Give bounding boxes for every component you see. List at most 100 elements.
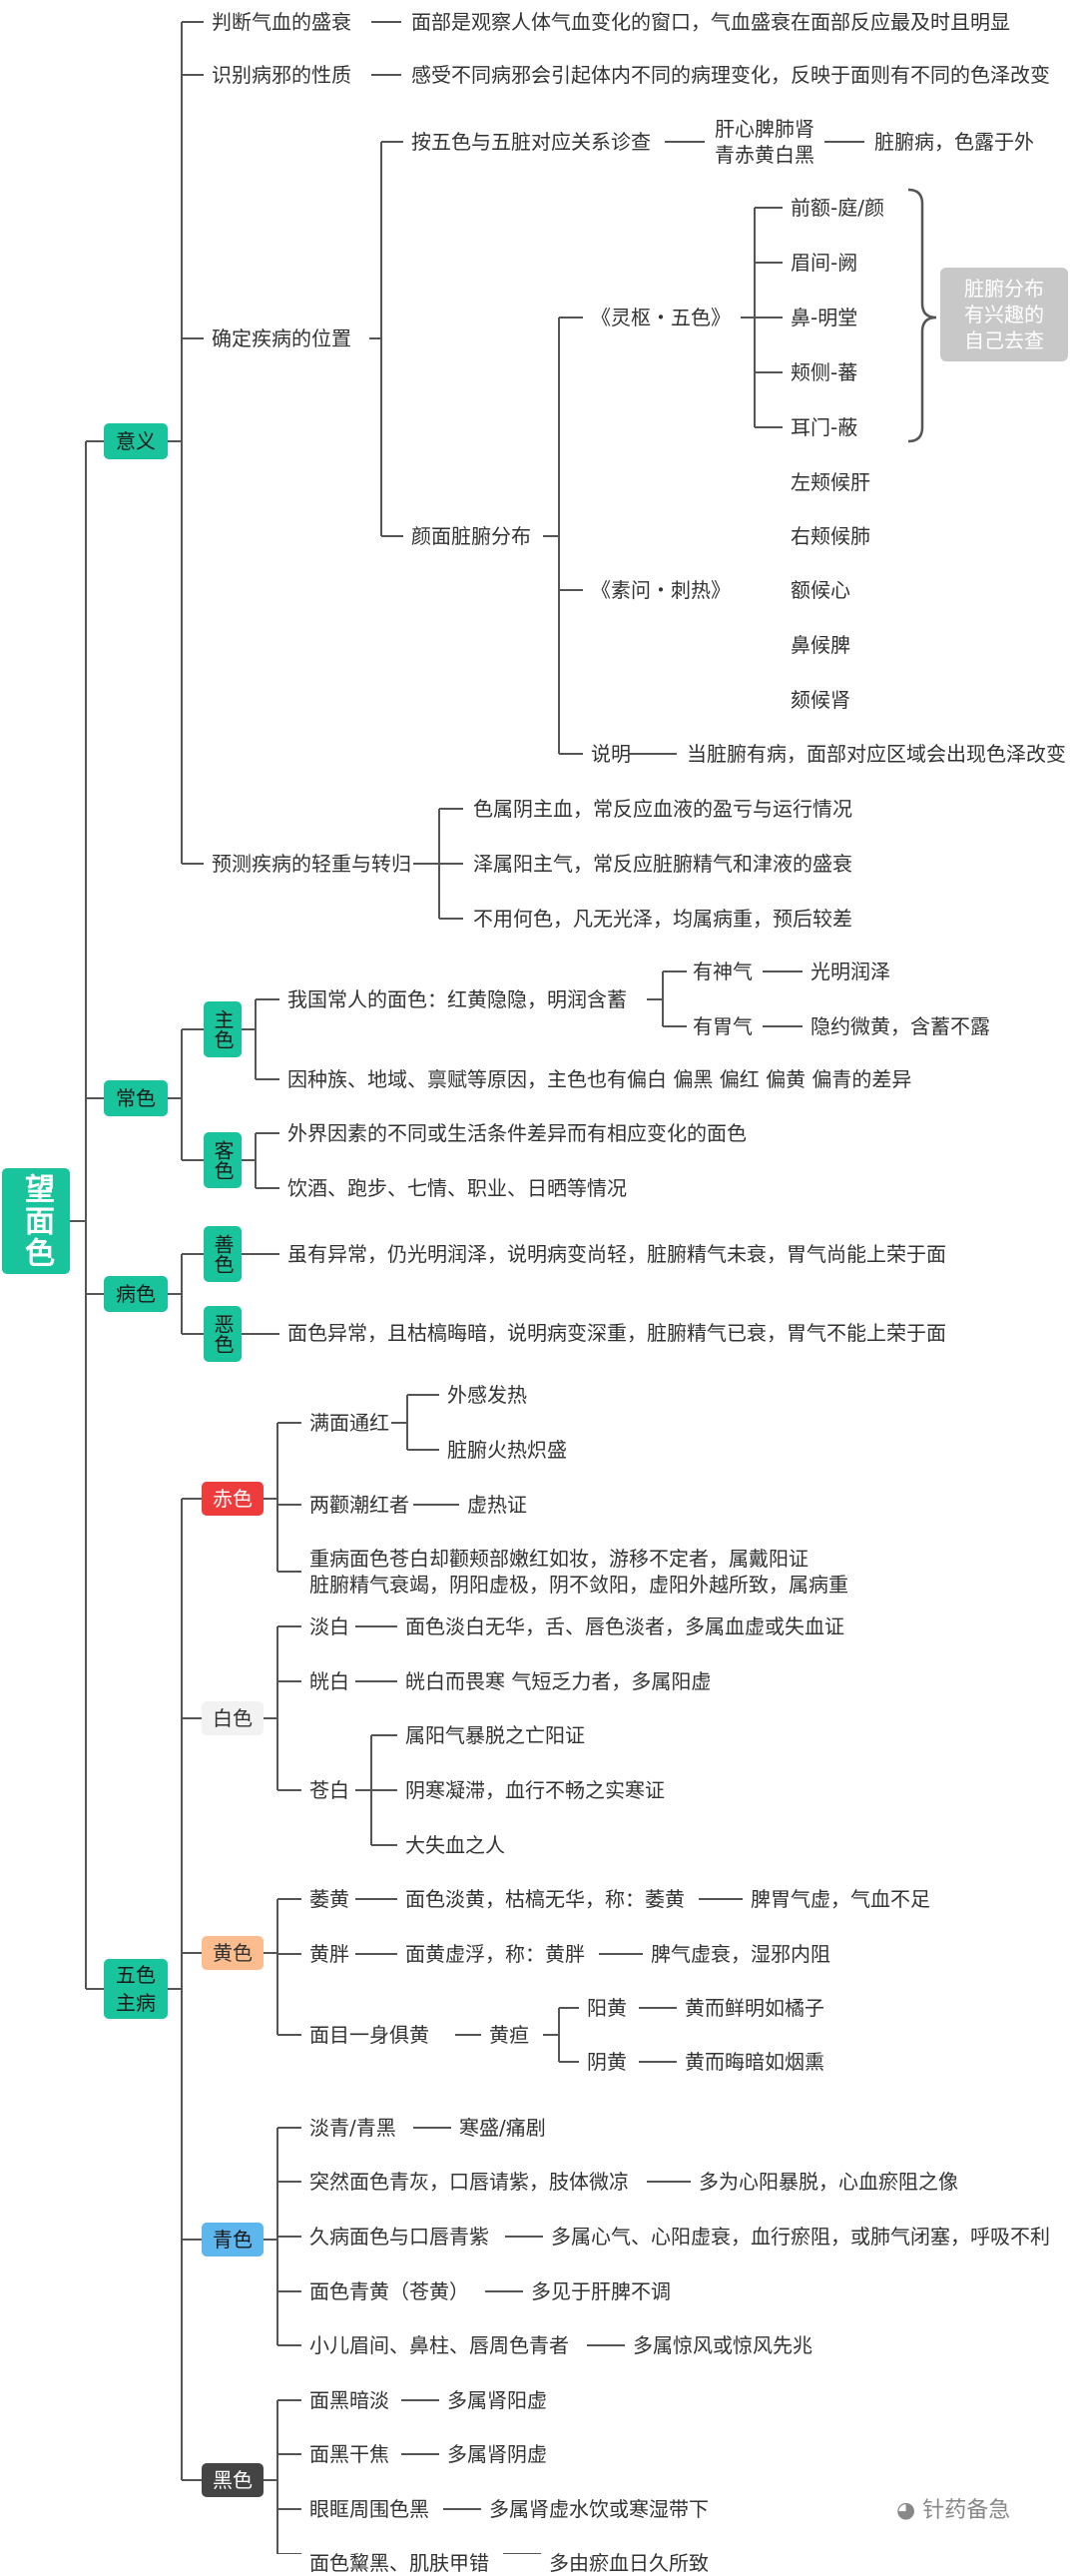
- huangse-1-result: 脾胃气虚，气血不足: [751, 1887, 930, 1911]
- huangse-yang[interactable]: 阳黄: [587, 1996, 627, 2020]
- qingse-5-detail: 多属惊风或惊风先兆: [633, 2333, 812, 2357]
- lingshu-item-5: 耳门-蔽: [791, 415, 858, 439]
- lingshu-item-2: 眉间-阙: [791, 251, 858, 275]
- node-kese[interactable]: 客色: [204, 1132, 242, 1188]
- chise-2a: 虚热证: [467, 1493, 527, 1517]
- qingse-1-detail: 寒盛/痛剧: [459, 2116, 546, 2140]
- node-heise-label: 黑色: [213, 2468, 253, 2492]
- watermark-text: 针药备急: [922, 2498, 1011, 2523]
- huangse-3[interactable]: 面目一身俱黄: [309, 2023, 429, 2047]
- note-box: 脏腑分布 有兴趣的 自己去查: [940, 268, 1068, 361]
- baise-2-detail: 㿠白而畏寒 气短乏力者，多属阳虚: [405, 1669, 712, 1693]
- node-zhuse-label: 主色: [211, 1009, 235, 1049]
- heise-2[interactable]: 面黑干焦: [309, 2442, 389, 2466]
- yiyi-shuoming[interactable]: 说明: [591, 742, 631, 766]
- lingshu-item-3: 鼻-明堂: [791, 306, 858, 329]
- baise-1[interactable]: 淡白: [309, 1614, 349, 1638]
- huangse-yin[interactable]: 阴黄: [587, 2050, 627, 2074]
- yiyi-n1[interactable]: 判断气血的盛衰: [212, 10, 351, 34]
- heise-3-detail: 多属肾虚水饮或寒湿带下: [489, 2497, 709, 2521]
- yiyi-n3b[interactable]: 颜面脏腑分布: [411, 524, 531, 548]
- yiyi-n4-detail-3: 不用何色，凡无光泽，均属病重，预后较差: [473, 907, 852, 931]
- baise-3-detail-2: 阴寒凝滞，血行不畅之实寒证: [405, 1778, 665, 1802]
- node-changse-label: 常色: [116, 1086, 156, 1110]
- node-baise[interactable]: 白色: [202, 1701, 264, 1735]
- baise-2[interactable]: 㿠白: [309, 1669, 349, 1693]
- yiyi-suwen[interactable]: 《素问・刺热》: [591, 578, 731, 602]
- suwen-item-1: 左颊候肝: [791, 470, 870, 494]
- baise-3-detail-1: 属阳气暴脱之亡阳证: [405, 1723, 585, 1747]
- yiyi-n4-detail-1: 色属阴主血，常反应血液的盈亏与运行情况: [473, 797, 852, 821]
- chise-1[interactable]: 满面通红: [309, 1411, 389, 1435]
- node-heise[interactable]: 黑色: [202, 2463, 264, 2497]
- node-qingse-label: 青色: [213, 2228, 253, 2252]
- huangse-1[interactable]: 萎黄: [309, 1887, 349, 1911]
- yiyi-n2[interactable]: 识别病邪的性质: [212, 63, 351, 87]
- yiyi-n4[interactable]: 预测疾病的轻重与转归: [212, 852, 411, 876]
- kese-detail-2: 饮酒、跑步、七情、职业、日晒等情况: [287, 1176, 627, 1200]
- wechat-icon: ◕: [896, 2498, 916, 2523]
- root-label: 望面色: [19, 1173, 54, 1269]
- huangse-yang-detail: 黄而鲜明如橘子: [685, 1996, 824, 2020]
- node-huangse[interactable]: 黄色: [202, 1936, 264, 1970]
- chise-1b: 脏腑火热炽盛: [447, 1438, 567, 1462]
- yiyi-n1-detail: 面部是观察人体气血变化的窗口，气血盛衰在面部反应最及时且明显: [411, 10, 1010, 34]
- note-line-3: 自己去查: [964, 328, 1044, 352]
- baise-1-detail: 面色淡白无华，舌、唇色淡者，多属血虚或失血证: [405, 1614, 844, 1638]
- qingse-2[interactable]: 突然面色青灰，口唇请紫，肢体微凉: [309, 2170, 629, 2194]
- suwen-item-4: 鼻候脾: [791, 633, 850, 657]
- node-wuse[interactable]: 五色主病: [104, 1959, 168, 2019]
- yiyi-n4-detail-2: 泽属阳主气，常反应脏腑精气和津液的盛衰: [473, 852, 852, 876]
- node-bingse[interactable]: 病色: [104, 1276, 168, 1312]
- zhuse-shen[interactable]: 有神气: [693, 960, 753, 983]
- yiyi-shuoming-detail: 当脏腑有病，面部对应区域会出现色泽改变: [687, 742, 1066, 766]
- baise-3[interactable]: 苍白: [309, 1778, 349, 1802]
- yiyi-n3a[interactable]: 按五色与五脏对应关系诊查: [411, 130, 651, 154]
- baise-3-detail-3: 大失血之人: [405, 1833, 505, 1857]
- heise-2-detail: 多属肾阴虚: [447, 2442, 547, 2466]
- node-zhuse[interactable]: 主色: [204, 1001, 242, 1057]
- yiyi-n3[interactable]: 确定疾病的位置: [212, 326, 351, 350]
- note-line-1: 脏腑分布: [964, 277, 1044, 301]
- node-ese[interactable]: 恶色: [204, 1306, 242, 1362]
- node-baise-label: 白色: [213, 1706, 253, 1730]
- qingse-4[interactable]: 面色青黄（苍黄）: [309, 2279, 469, 2303]
- suwen-item-2: 右颊候肺: [791, 524, 870, 548]
- suwen-item-5: 颏候肾: [791, 688, 850, 712]
- node-changse[interactable]: 常色: [104, 1080, 168, 1116]
- yiyi-lingshu[interactable]: 《灵枢・五色》: [591, 306, 731, 329]
- zhuse-wei-detail: 隐约微黄，含蓄不露: [810, 1014, 990, 1038]
- node-ese-label: 恶色: [211, 1314, 235, 1354]
- node-kese-label: 客色: [211, 1140, 235, 1180]
- suwen-item-3: 额候心: [791, 578, 850, 602]
- zhuse-detail-1: 我国常人的面色：红黄隐隐，明润含蓄: [287, 987, 627, 1011]
- qingse-1[interactable]: 淡青/青黑: [309, 2116, 396, 2140]
- qingse-5[interactable]: 小儿眉间、鼻柱、唇周色青者: [309, 2333, 569, 2357]
- qingse-3[interactable]: 久病面色与口唇青紫: [309, 2225, 489, 2249]
- chise-3b: 脏腑精气衰竭，阴阳虚极，阴不敛阳，虚阳外越所致，属病重: [309, 1573, 848, 1597]
- huangse-yin-detail: 黄而晦暗如烟熏: [685, 2050, 824, 2074]
- node-bingse-label: 病色: [116, 1282, 156, 1306]
- zhuse-wei[interactable]: 有胃气: [693, 1014, 753, 1038]
- huangse-3-detail[interactable]: 黄疸: [489, 2023, 529, 2047]
- huangse-2-detail: 面黄虚浮，称：黄胖: [405, 1942, 585, 1966]
- heise-3[interactable]: 眼眶周围色黑: [309, 2497, 429, 2521]
- qingse-4-detail: 多见于肝脾不调: [531, 2279, 671, 2303]
- yiyi-n3a-organs: 肝心脾肺肾: [715, 117, 814, 141]
- node-chise[interactable]: 赤色: [202, 1482, 264, 1516]
- huangse-2-result: 脾气虚衰，湿邪内阻: [651, 1942, 830, 1966]
- node-qingse[interactable]: 青色: [202, 2223, 264, 2256]
- huangse-2[interactable]: 黄胖: [309, 1942, 349, 1966]
- heise-1[interactable]: 面黑暗淡: [309, 2388, 389, 2412]
- lingshu-item-1: 前额-庭/颜: [791, 196, 884, 220]
- node-shanse[interactable]: 善色: [204, 1226, 242, 1282]
- brace-path: [907, 188, 937, 443]
- zhuse-shen-detail: 光明润泽: [810, 960, 890, 983]
- chise-2[interactable]: 两颧潮红者: [309, 1493, 409, 1517]
- root-node[interactable]: 望面色: [2, 1168, 70, 1274]
- node-yiyi[interactable]: 意义: [104, 423, 168, 459]
- kese-detail-1: 外界因素的不同或生活条件差异而有相应变化的面色: [287, 1121, 747, 1145]
- yiyi-n2-detail: 感受不同病邪会引起体内不同的病理变化，反映于面则有不同的色泽改变: [411, 63, 1050, 87]
- lingshu-item-4: 颊侧-蕃: [791, 360, 858, 384]
